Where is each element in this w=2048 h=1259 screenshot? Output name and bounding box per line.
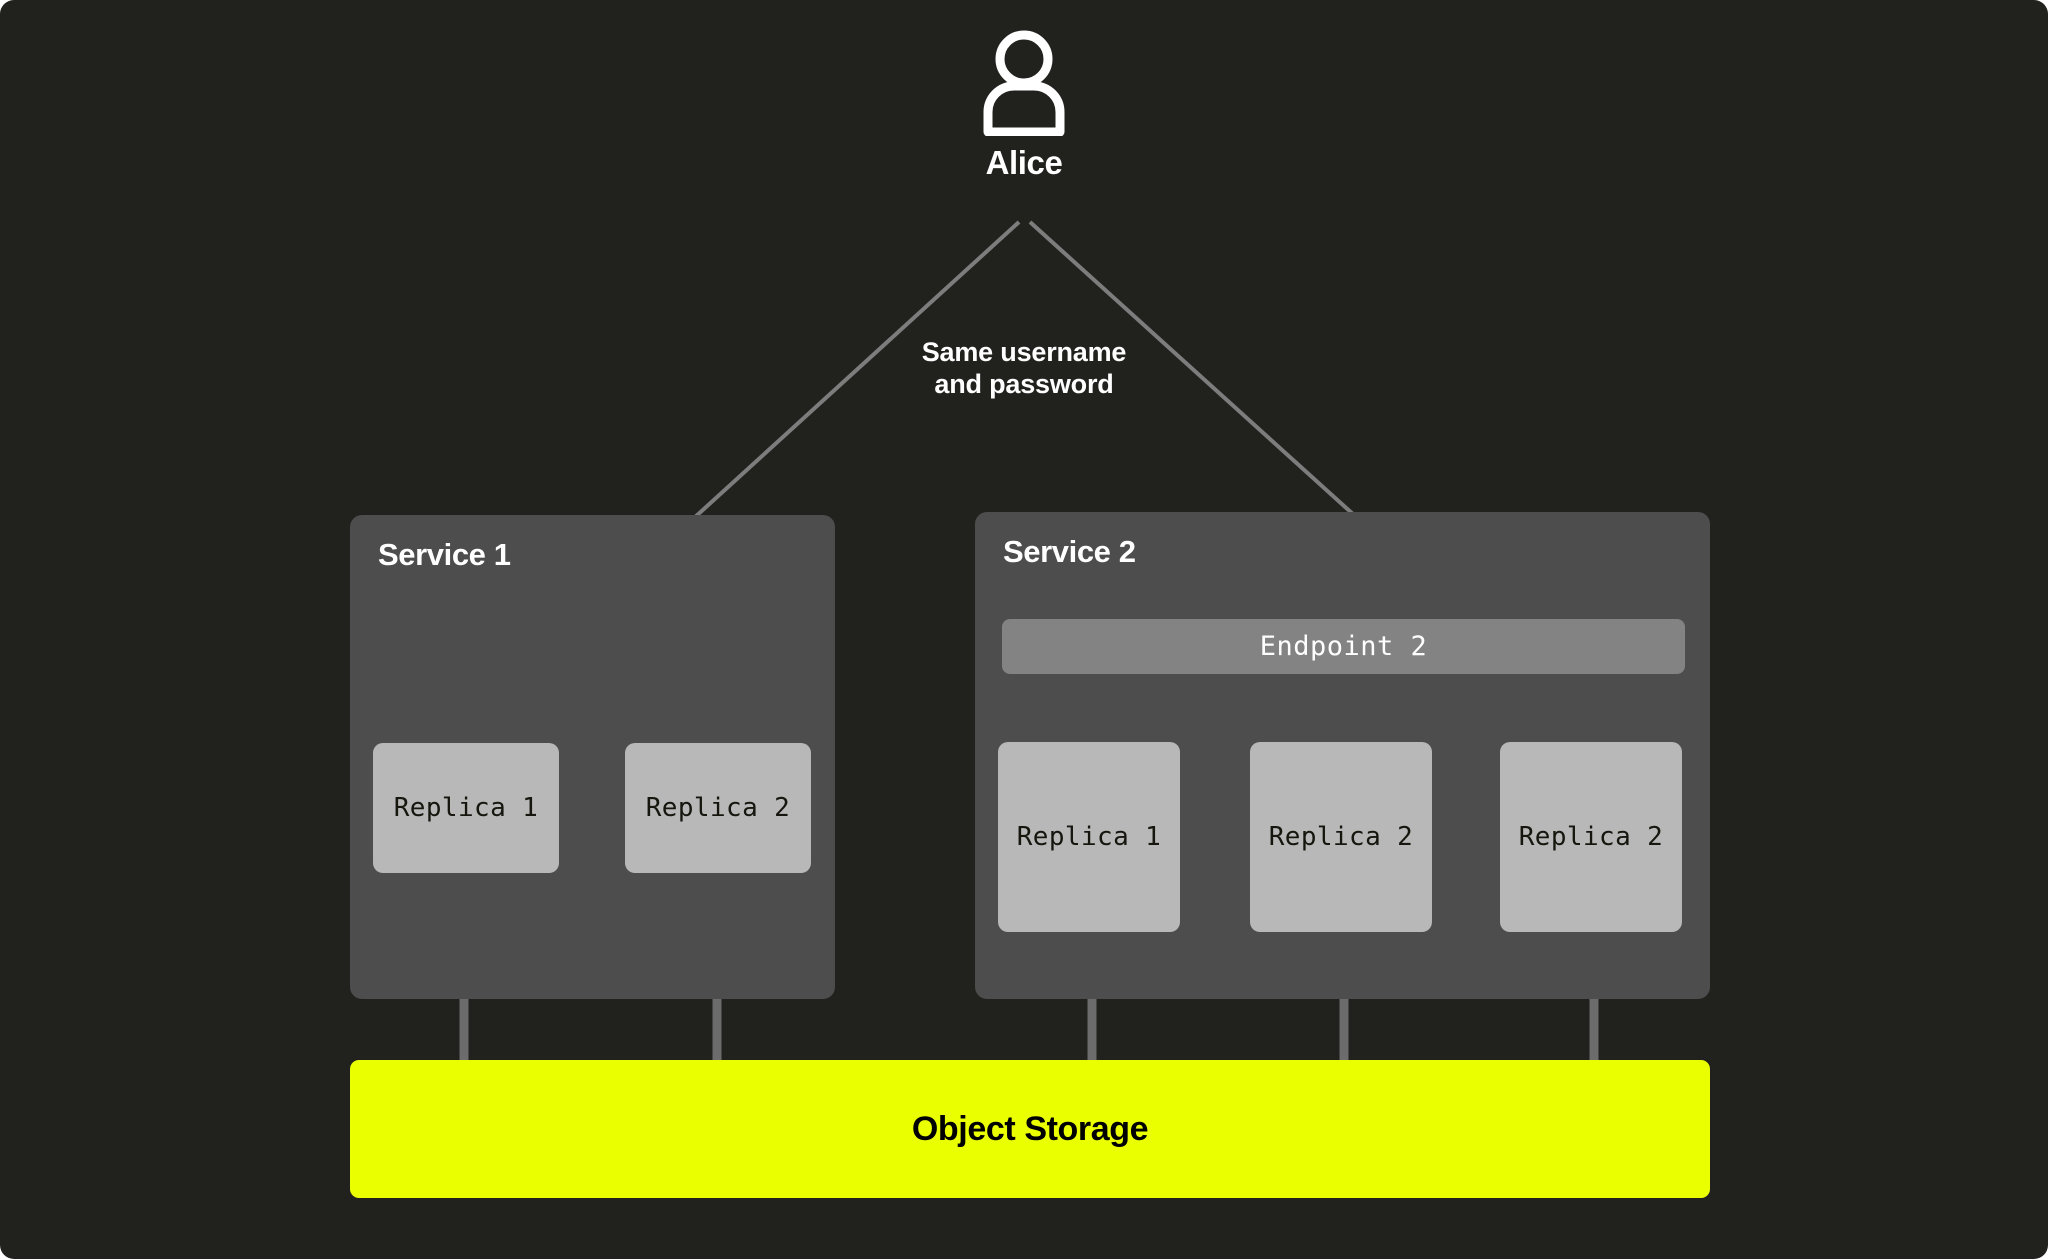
replica-box-s2-r1[interactable]: Replica 1 <box>998 742 1180 932</box>
edge-label-credentials: Same username and password <box>921 337 1127 399</box>
actor-alice: Alice <box>0 30 2048 182</box>
actor-label: Alice <box>985 144 1063 181</box>
replica-box-s1-r2[interactable]: Replica 2 <box>625 743 811 873</box>
replica-box-s2-r2[interactable]: Replica 2 <box>1250 742 1432 932</box>
service-1-title: Service 1 <box>378 537 511 572</box>
service-2-title: Service 2 <box>1003 534 1136 569</box>
replica-s1-r1-label: Replica 1 <box>393 793 539 823</box>
user-icon <box>983 30 1065 136</box>
replica-s1-r2-label: Replica 2 <box>645 793 791 823</box>
endpoint-2-label: Endpoint 2 <box>1259 631 1428 662</box>
object-storage-bar[interactable]: Object Storage <box>350 1060 1710 1198</box>
replica-s2-r3-label: Replica 2 <box>1518 822 1664 852</box>
service-box-2[interactable]: Service 2 Endpoint 2 Replica 1 Replica 2… <box>975 512 1710 999</box>
replica-box-s2-r3[interactable]: Replica 2 <box>1500 742 1682 932</box>
replica-s2-r1-label: Replica 1 <box>1016 822 1162 852</box>
replica-s2-r2-label: Replica 2 <box>1268 822 1414 852</box>
object-storage-label: Object Storage <box>911 1109 1149 1148</box>
endpoint-2[interactable]: Endpoint 2 <box>1002 619 1685 674</box>
service-box-1[interactable]: Service 1 Endpoint 1 Replica 1 Replica 2 <box>350 515 835 1193</box>
replica-box-s1-r1[interactable]: Replica 1 <box>373 743 559 873</box>
